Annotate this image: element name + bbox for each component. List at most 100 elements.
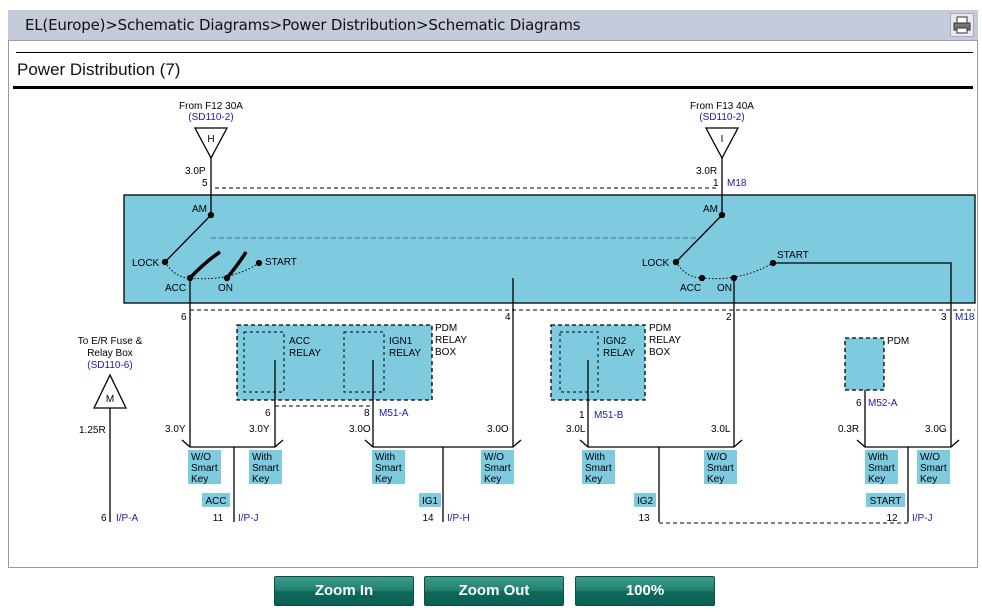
ignition-switch (123, 194, 976, 304)
option-box (704, 450, 737, 484)
pin-label: 2 (726, 312, 732, 323)
relay-label: IGN1 (389, 336, 413, 347)
option-label: Key (484, 474, 501, 485)
breadcrumb-bar: EL(Europe)>Schematic Diagrams>Power Dist… (8, 10, 978, 41)
wire-label: 3.0O (349, 424, 371, 435)
option-label: Smart (252, 463, 279, 474)
pin-label: 6 (181, 312, 187, 323)
option-label: Smart (585, 463, 612, 474)
option-label: Key (252, 474, 269, 485)
option-label: Smart (484, 463, 511, 474)
circuit-label: ACC (205, 496, 226, 507)
relay-box-label: BOX (649, 347, 670, 358)
option-label: Smart (868, 463, 895, 474)
connector-link[interactable]: I/P-A (116, 513, 139, 524)
wire-label: 3.0O (487, 424, 509, 435)
breadcrumb: EL(Europe)>Schematic Diagrams>Power Dist… (25, 16, 581, 34)
relay-label: RELAY (603, 348, 635, 359)
connector-link[interactable]: M51-A (379, 408, 409, 419)
option-label: Smart (920, 463, 947, 474)
pin-label: 6 (265, 408, 271, 419)
pin-label: 14 (422, 513, 434, 524)
option-label: Key (191, 474, 208, 485)
feed-label: Relay Box (87, 348, 133, 359)
option-label: Smart (375, 463, 402, 474)
option-label: Key (707, 474, 724, 485)
printer-icon[interactable] (950, 13, 974, 37)
pin-label: 1 (579, 410, 585, 421)
switch-label: AM (192, 204, 207, 215)
connector-link[interactable]: M18 (955, 312, 975, 323)
connector-symbol: M (106, 394, 114, 405)
pin-label: 6 (856, 398, 862, 409)
circuit-label-box (634, 493, 656, 507)
wire-label: 0.3R (838, 424, 859, 435)
option-box (188, 450, 221, 484)
wire-label: 3.0G (925, 424, 947, 435)
option-label: Smart (191, 463, 218, 474)
divider (16, 52, 973, 53)
feed-label: To E/R Fuse & (78, 336, 143, 347)
relay-box-label: BOX (435, 347, 456, 358)
relay-box-label: PDM (649, 323, 671, 334)
pin-label: 4 (505, 312, 511, 323)
option-label: With (252, 452, 272, 463)
connector-link[interactable]: M51-B (594, 410, 624, 421)
switch-label: ON (717, 283, 732, 294)
connector-triangle-i (704, 127, 740, 160)
connector-link[interactable]: M18 (727, 178, 747, 189)
circuit-label-box (866, 493, 905, 507)
wire-label: 3.0Y (249, 424, 270, 435)
option-box (917, 450, 950, 484)
option-label: Smart (707, 463, 734, 474)
option-label: With (375, 452, 395, 463)
option-box (865, 450, 898, 484)
connector-symbol: H (207, 134, 214, 145)
connector-triangle-h (193, 127, 229, 160)
feed-label: From F12 30A (179, 101, 243, 112)
circuit-label: IG1 (422, 496, 439, 507)
wire-label: 1.25R (79, 425, 106, 436)
feed-ref-link[interactable]: (SD110-2) (699, 112, 744, 123)
option-label: Key (585, 474, 602, 485)
feed-ref-link[interactable]: (SD110-6) (87, 360, 132, 371)
option-box (582, 450, 615, 484)
switch-label: START (265, 257, 297, 268)
zoom-reset-button[interactable]: 100% (575, 576, 715, 606)
zoom-in-button[interactable]: Zoom In (274, 576, 414, 606)
pin-label: 5 (202, 178, 208, 189)
pin-label: 1 (713, 178, 719, 189)
connector-link[interactable]: M52-A (868, 398, 898, 409)
wire-label: 3.0L (566, 424, 586, 435)
wire-label: 3.0Y (165, 424, 186, 435)
switch-label: LOCK (642, 258, 670, 269)
relay-label: RELAY (389, 348, 421, 359)
divider (13, 86, 973, 89)
switch-label: ACC (680, 283, 701, 294)
zoom-out-button[interactable]: Zoom Out (424, 576, 564, 606)
option-label: W/O (191, 452, 211, 463)
page-title: Power Distribution (7) (17, 60, 181, 79)
relay-box-label: PDM (435, 323, 457, 334)
pin-label: 12 (886, 513, 898, 524)
feed-ref-link[interactable]: (SD110-2) (188, 112, 233, 123)
wire-label: 3.0P (185, 166, 206, 177)
wire-label: 3.0L (711, 424, 731, 435)
pin-label: 8 (364, 408, 370, 419)
pin-label: 11 (213, 513, 224, 524)
connector-link[interactable]: I/P-H (447, 513, 470, 524)
pdm-relay-box (236, 324, 433, 401)
option-label: W/O (707, 452, 727, 463)
option-label: With (585, 452, 605, 463)
connector-link[interactable]: I/P-J (238, 513, 259, 524)
option-label: Key (868, 474, 885, 485)
option-label: W/O (920, 452, 940, 463)
option-label: Key (920, 474, 937, 485)
option-box (372, 450, 405, 484)
diagram-frame (8, 40, 978, 568)
wire-label: 3.0R (696, 166, 717, 177)
connector-link[interactable]: I/P-J (912, 513, 933, 524)
relay-label: RELAY (289, 348, 321, 359)
pin-label: 6 (101, 513, 107, 524)
